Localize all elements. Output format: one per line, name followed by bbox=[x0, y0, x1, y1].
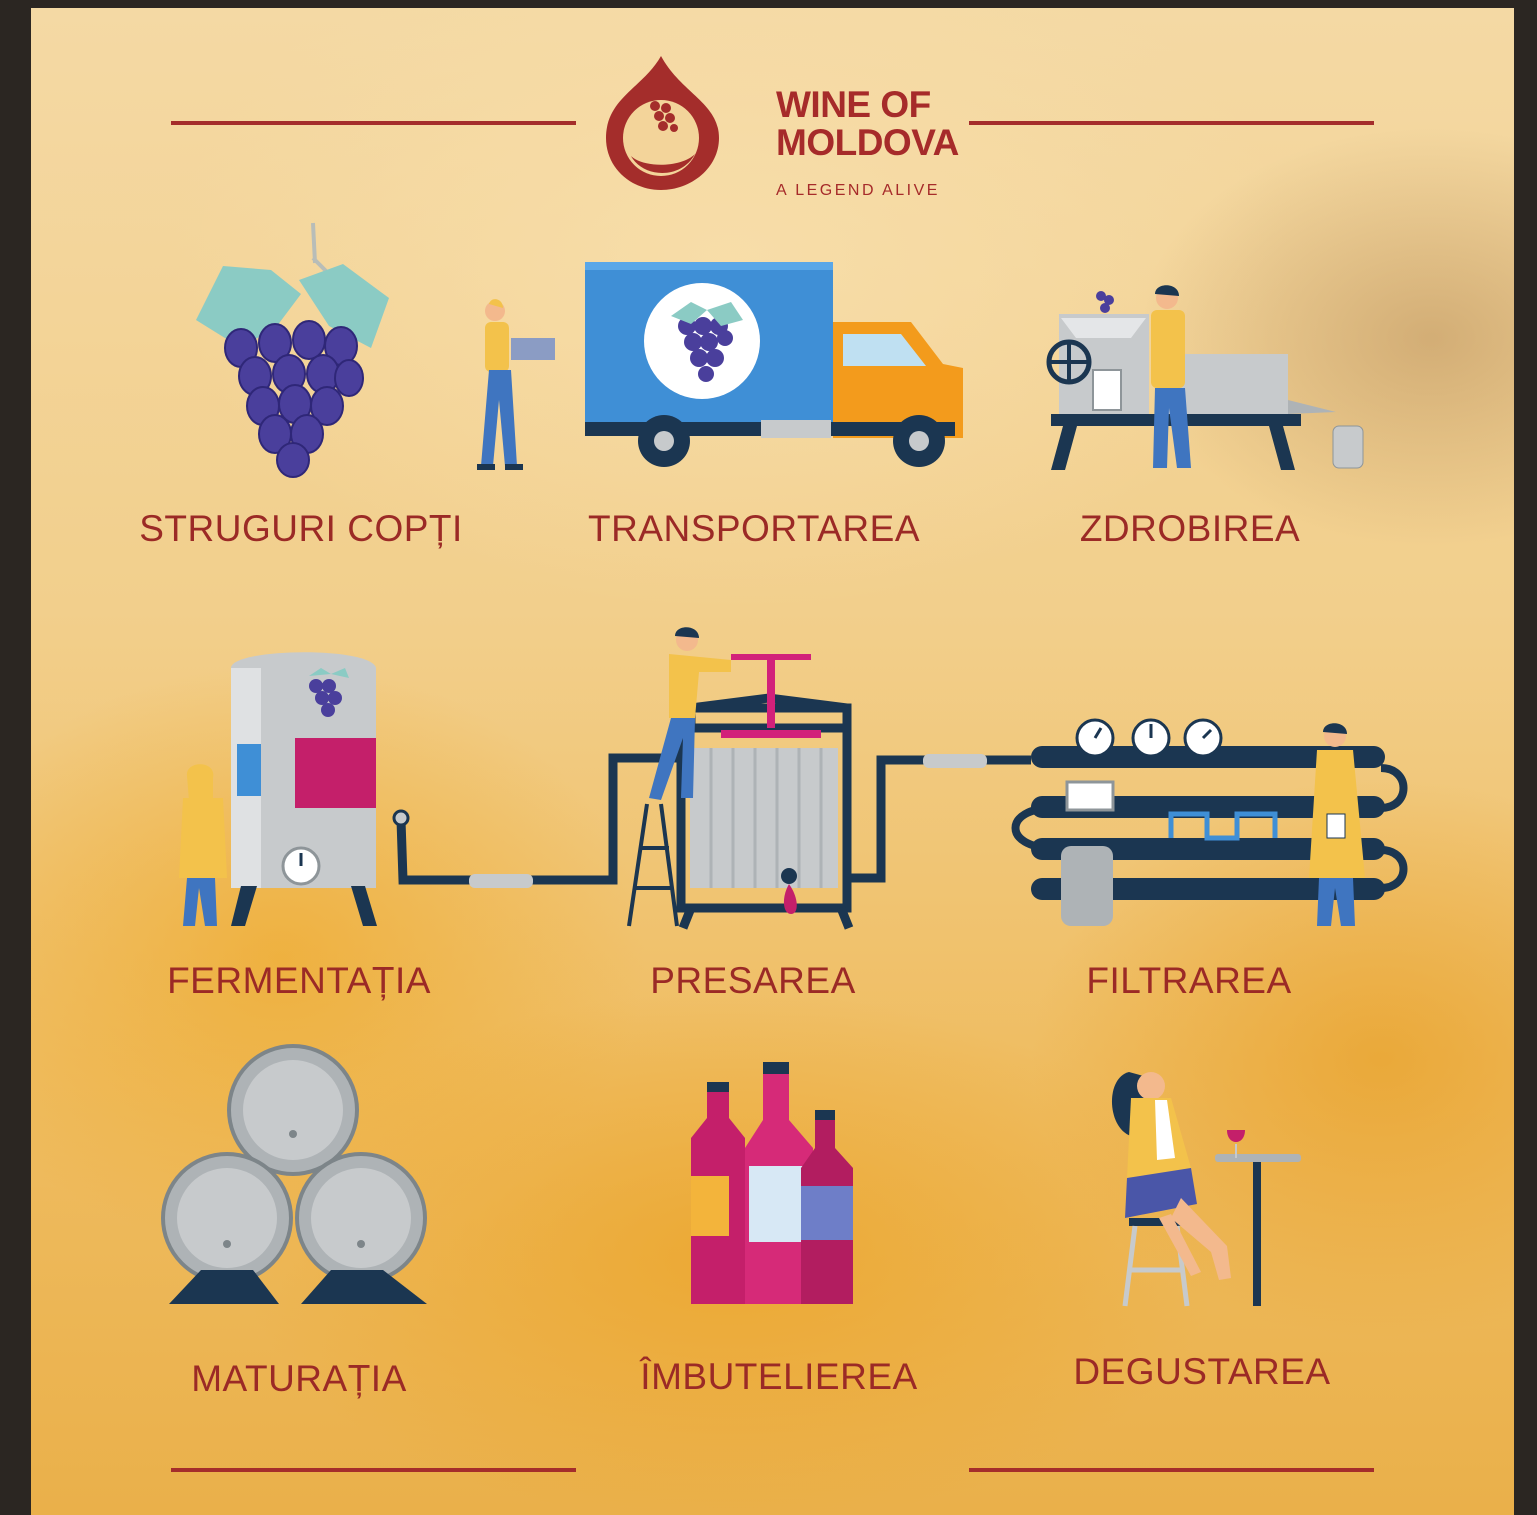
worker-carrying-crate-icon bbox=[477, 299, 555, 470]
illustrations bbox=[161, 56, 1408, 1307]
filtration-unit-icon bbox=[1011, 718, 1408, 926]
step-label-zdrobirea: ZDROBIREA bbox=[1079, 508, 1301, 549]
wine-tasting-icon bbox=[1111, 1072, 1301, 1307]
brand-name-line1: WINE OF bbox=[776, 84, 931, 125]
brand-tagline: A LEGEND ALIVE bbox=[776, 182, 940, 199]
step-label-filtrarea: FILTRAREA bbox=[1086, 960, 1292, 1001]
top-left-rule bbox=[171, 121, 576, 125]
wine-press-icon bbox=[627, 627, 854, 930]
wine-of-moldova-logo-icon bbox=[606, 56, 719, 190]
fermentation-tank-icon bbox=[179, 652, 377, 926]
step-label-fermentatia: FERMENTAȚIA bbox=[167, 960, 431, 1001]
bottom-right-rule bbox=[969, 1468, 1374, 1472]
oak-barrels-icon bbox=[161, 1044, 427, 1304]
bottom-left-rule bbox=[171, 1468, 576, 1472]
step-label-imbutelierea: ÎMBUTELIEREA bbox=[640, 1356, 918, 1397]
step-label-maturatia: MATURAȚIA bbox=[191, 1358, 407, 1399]
brand-name: WINE OF MOLDOVA bbox=[776, 86, 959, 162]
crusher-machine-icon bbox=[1046, 285, 1364, 470]
top-right-rule bbox=[969, 121, 1374, 125]
grapes-icon bbox=[196, 222, 389, 478]
step-label-degustarea: DEGUSTAREA bbox=[1073, 1351, 1331, 1392]
wine-bottles-icon bbox=[691, 1062, 853, 1304]
step-label-transportarea: TRANSPORTAREA bbox=[587, 508, 921, 549]
infographic-poster: WINE OF MOLDOVA A LEGEND ALIVE STRUGURI … bbox=[31, 8, 1514, 1515]
brand-name-line2: MOLDOVA bbox=[776, 122, 959, 163]
pipe-coupling-left bbox=[469, 874, 533, 888]
step-label-struguri-copti: STRUGURI COPȚI bbox=[139, 508, 463, 549]
delivery-truck-icon bbox=[585, 262, 963, 467]
pipe-coupling-right bbox=[923, 754, 987, 768]
step-label-presarea: PRESAREA bbox=[650, 960, 856, 1001]
